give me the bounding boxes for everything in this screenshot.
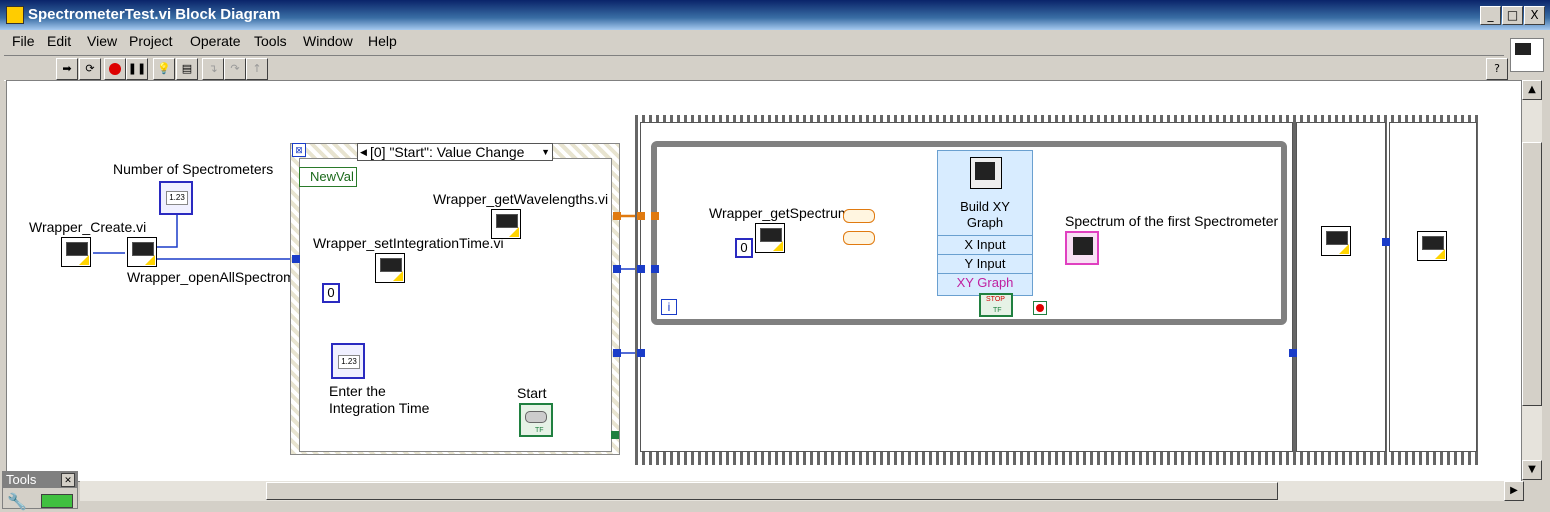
title-bar: SpectrometerTest.vi Block Diagram _ □ X [0, 0, 1550, 30]
const-zero-2[interactable]: 0 [735, 238, 753, 258]
to-dynamic-data-x[interactable] [843, 209, 875, 223]
while-loop[interactable] [651, 141, 1287, 325]
help-button[interactable]: ? [1486, 58, 1508, 80]
label-wrapper-set-integration: Wrapper_setIntegrationTime.vi [313, 235, 504, 251]
menu-bar: File Edit View Project Operate Tools Win… [0, 30, 1550, 52]
run-arrow-icon[interactable]: ➡ [56, 58, 78, 80]
menu-window[interactable]: Window [303, 33, 353, 49]
sequence-frame-2 [1296, 122, 1386, 452]
event-timeout-icon: ⊠ [292, 143, 306, 157]
number-indicator[interactable]: 1.23 [159, 181, 193, 215]
tunnel [637, 212, 645, 220]
wrapper-destroy-subvi[interactable] [1417, 231, 1447, 261]
sequence-frame-3 [1389, 122, 1477, 452]
label-wrapper-get-spectrum: Wrapper_getSpectrum [709, 205, 850, 221]
tools-palette[interactable]: Tools ✕ 🔧 [2, 471, 78, 511]
tunnel [613, 349, 621, 357]
run-continuously-icon[interactable]: ⟳ [79, 58, 101, 80]
scroll-down-icon[interactable]: ▼ [1522, 460, 1542, 480]
step-out-icon[interactable]: ↑ [246, 58, 268, 80]
tunnel [651, 265, 659, 273]
menu-operate[interactable]: Operate [190, 33, 241, 49]
menu-tools[interactable]: Tools [254, 33, 287, 49]
label-number-of-spectrometers: Number of Spectrometers [113, 161, 274, 177]
label-wrapper-create: Wrapper_Create.vi [29, 219, 147, 235]
tunnel [1289, 349, 1297, 357]
menu-edit[interactable]: Edit [47, 33, 72, 49]
const-zero-1[interactable]: 0 [322, 283, 340, 303]
integration-time-control[interactable]: 1.23 [331, 343, 365, 379]
xy-graph-indicator[interactable] [1065, 231, 1099, 265]
tunnel [637, 349, 645, 357]
vertical-scrollbar[interactable]: ▲ ▼ [1522, 80, 1542, 480]
to-dynamic-data-y[interactable] [843, 231, 875, 245]
step-over-icon[interactable]: ↷ [224, 58, 246, 80]
tunnel [651, 212, 659, 220]
wrapper-open-all-subvi[interactable] [127, 237, 157, 267]
loop-condition-terminal[interactable] [1033, 301, 1047, 315]
wrapper-close-subvi[interactable] [1321, 226, 1351, 256]
step-into-icon[interactable]: ↴ [202, 58, 224, 80]
minimize-button[interactable]: _ [1480, 6, 1501, 25]
x-input-terminal[interactable]: X Input [938, 235, 1032, 254]
tunnel [637, 265, 645, 273]
scroll-right-icon[interactable]: ▶ [1504, 481, 1524, 501]
build-xy-graph-title: Build XY Graph [960, 199, 1010, 230]
maximize-button[interactable]: □ [1502, 6, 1523, 25]
build-xy-graph-express-vi[interactable]: Build XY Graph X Input Y Input XY Graph [937, 150, 1033, 296]
toolbar: ➡ ⟳ ❚❚ 💡 ▤ ↴ ↷ ↑ ? [4, 55, 1508, 81]
horizontal-scroll-thumb[interactable] [266, 482, 1278, 500]
event-case-selector[interactable]: ◀ [0] "Start": Value Change ▼ [357, 143, 553, 161]
vertical-scroll-thumb[interactable] [1522, 142, 1542, 406]
menu-file[interactable]: File [12, 33, 35, 49]
event-structure[interactable] [290, 143, 620, 455]
horizontal-scrollbar[interactable]: ▶ [80, 481, 1524, 501]
loop-iteration-terminal: i [661, 299, 677, 315]
menu-view[interactable]: View [87, 33, 118, 49]
tunnel [1382, 238, 1390, 246]
label-wrapper-open-all: Wrapper_openAllSpectrom [127, 269, 295, 285]
retain-wire-values-icon[interactable]: ▤ [176, 58, 198, 80]
tunnel [613, 212, 621, 220]
vi-icon[interactable] [1510, 38, 1544, 72]
tunnel [613, 265, 621, 273]
tunnel [611, 431, 619, 439]
start-button-control[interactable]: TF [519, 403, 553, 437]
wrapper-get-wavelengths-subvi[interactable] [491, 209, 521, 239]
block-diagram-canvas[interactable]: Number of Spectrometers 1.23 Wrapper_Cre… [6, 80, 1522, 482]
wrapper-create-subvi[interactable] [61, 237, 91, 267]
label-spectrum-first: Spectrum of the first Spectrometer [1065, 213, 1279, 229]
tools-wrench-icon[interactable]: 🔧 [7, 494, 27, 511]
menu-project[interactable]: Project [129, 33, 173, 49]
tools-close-icon[interactable]: ✕ [61, 473, 75, 487]
wrapper-set-integration-subvi[interactable] [375, 253, 405, 283]
wrapper-get-spectrum-subvi[interactable] [755, 223, 785, 253]
scroll-up-icon[interactable]: ▲ [1522, 80, 1542, 100]
abort-icon[interactable] [104, 58, 126, 80]
y-input-terminal[interactable]: Y Input [938, 254, 1032, 273]
window-title: SpectrometerTest.vi Block Diagram [28, 6, 281, 23]
xy-graph-terminal[interactable]: XY Graph [938, 273, 1032, 292]
tools-palette-title: Tools [3, 472, 77, 488]
build-xy-graph-icon [970, 157, 1002, 189]
tunnel [292, 255, 300, 263]
event-structure-inner [299, 158, 612, 452]
labview-icon [6, 6, 24, 24]
label-enter-integration-time: Enter the Integration Time [329, 383, 430, 416]
stop-button-control[interactable]: STOP TF [979, 293, 1013, 317]
event-data-node-newval[interactable]: NewVal [299, 167, 357, 187]
label-start: Start [517, 385, 547, 401]
menu-help[interactable]: Help [368, 33, 397, 49]
close-button[interactable]: X [1524, 6, 1545, 25]
pause-icon[interactable]: ❚❚ [126, 58, 148, 80]
highlight-execution-icon[interactable]: 💡 [153, 58, 175, 80]
auto-tool-icon[interactable] [41, 494, 73, 508]
label-wrapper-get-wavelengths: Wrapper_getWavelengths.vi [433, 191, 609, 207]
